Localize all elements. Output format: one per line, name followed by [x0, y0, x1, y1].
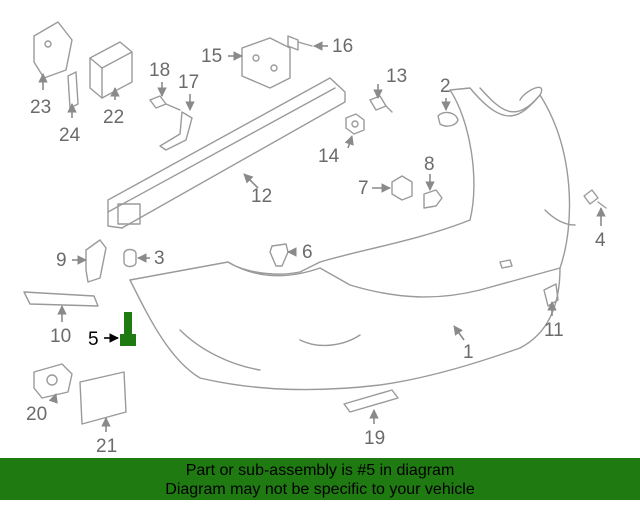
bracket-9 — [85, 239, 107, 283]
info-banner: Part or sub-assembly is #5 in diagram Di… — [0, 458, 640, 500]
clip-8 — [423, 189, 443, 209]
callout-19: 19 — [364, 428, 385, 449]
reflector-10 — [23, 291, 99, 307]
callout-13: 13 — [386, 66, 407, 87]
nut-14 — [345, 113, 365, 135]
bracket-23 — [33, 21, 73, 79]
callout-2: 2 — [440, 76, 451, 97]
callout-12: 12 — [251, 186, 272, 207]
bolt-4 — [583, 189, 607, 209]
bolt-18 — [149, 95, 181, 111]
callout-23: 23 — [30, 97, 51, 118]
banner-line-1: Part or sub-assembly is #5 in diagram — [185, 462, 455, 479]
callout-6: 6 — [302, 242, 313, 263]
callout-21: 21 — [96, 436, 117, 456]
callout-18: 18 — [149, 60, 170, 81]
sensor-20 — [33, 363, 73, 399]
clip-2 — [437, 111, 459, 127]
reinforcement-bar — [107, 77, 346, 229]
spacer-3 — [123, 248, 137, 268]
bracket-11 — [543, 283, 559, 307]
bumper-cover — [129, 86, 576, 391]
bracket-21 — [79, 371, 127, 425]
bracket-15 — [241, 37, 291, 89]
bracket-17 — [159, 111, 193, 151]
control-module-22 — [89, 41, 133, 99]
fastener-6 — [269, 243, 289, 267]
callout-11: 11 — [544, 320, 564, 341]
callout-4: 4 — [595, 230, 606, 251]
bolt-13 — [369, 95, 393, 113]
bolt-16 — [287, 35, 313, 51]
callout-15: 15 — [201, 46, 222, 67]
callout-7: 7 — [358, 178, 369, 199]
callout-9: 9 — [56, 250, 67, 271]
callout-8: 8 — [424, 154, 435, 175]
leader-arrows — [38, 41, 606, 432]
bracket-24 — [67, 71, 79, 109]
callout-24: 24 — [59, 125, 81, 146]
callout-1: 1 — [463, 342, 474, 363]
reflector-19 — [343, 389, 399, 413]
cap-7 — [391, 175, 413, 201]
callout-labels: 23 24 22 18 17 15 16 13 14 2 7 8 12 4 6 … — [26, 36, 606, 456]
callout-17: 17 — [178, 72, 199, 93]
callout-10: 10 — [50, 326, 71, 347]
callout-20: 20 — [26, 404, 47, 425]
callout-14: 14 — [318, 146, 340, 167]
banner-line-2: Diagram may not be specific to your vehi… — [165, 481, 475, 498]
bolt-5-highlighted — [120, 312, 136, 346]
callout-3: 3 — [154, 248, 165, 269]
callout-5: 5 — [88, 329, 99, 350]
parts-diagram: 23 24 22 18 17 15 16 13 14 2 7 8 12 4 6 … — [23, 21, 607, 456]
callout-22: 22 — [103, 107, 124, 128]
callout-16: 16 — [332, 36, 353, 57]
